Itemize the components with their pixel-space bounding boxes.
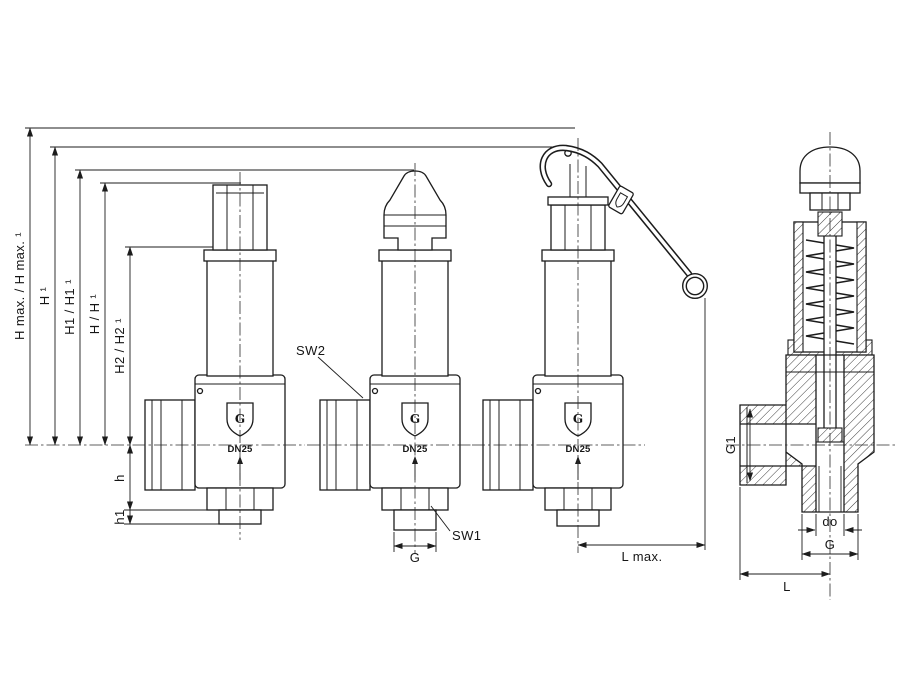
lever-seal-tag	[608, 185, 634, 215]
valve-front-cap: G DN25	[144, 184, 286, 525]
valve1-body	[144, 249, 286, 511]
sw1-label: SW1	[452, 528, 481, 543]
g-bottom-label: G	[410, 550, 421, 565]
l-max-label: L max.	[622, 549, 663, 564]
valve-front-lever: G DN25	[482, 144, 708, 527]
l-label: L	[783, 579, 791, 594]
valve-section-view	[739, 146, 875, 513]
dim-label-h-small: h	[112, 474, 127, 482]
dim-label-h-max: H max. / H max. ¹	[12, 232, 27, 340]
lifting-lever	[539, 144, 708, 299]
left-dimension-lines	[25, 127, 575, 525]
valve3-body	[482, 249, 624, 511]
valve1-dn-label: DN25	[227, 444, 253, 455]
dim-label-h-h1: H / H ¹	[87, 294, 102, 335]
valve-front-knob: G DN25	[319, 170, 461, 531]
centerlines	[25, 132, 898, 600]
dim-label-h-sup1: H ¹	[37, 286, 52, 305]
callout-sw2: SW2	[296, 343, 364, 399]
valve2-logo-letter: G	[410, 412, 420, 426]
valve2-body	[319, 249, 461, 511]
dim-label-h1-small: h1	[112, 509, 127, 524]
callout-sw1: SW1	[430, 505, 481, 543]
valve-body-section	[739, 354, 875, 513]
dimension-l: L	[739, 487, 831, 594]
dimension-l-max: L max.	[577, 298, 706, 564]
sw2-label: SW2	[296, 343, 325, 358]
dim-label-h2: H2 / H2 ¹	[112, 318, 127, 374]
dim-label-h1-h11: H1 / H1 ¹	[62, 279, 77, 335]
